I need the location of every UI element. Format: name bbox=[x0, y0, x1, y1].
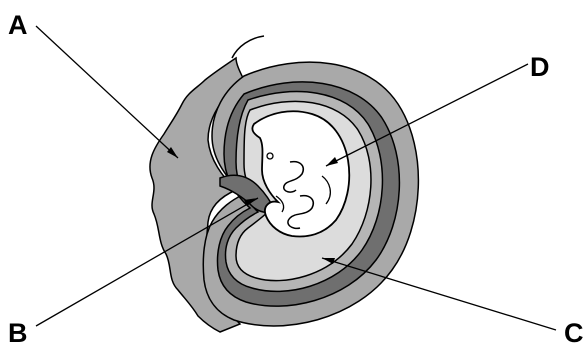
leader-line-a bbox=[36, 26, 178, 158]
label-d: D bbox=[530, 52, 550, 82]
label-c: C bbox=[564, 318, 584, 348]
label-a: A bbox=[8, 10, 28, 40]
upper-stem bbox=[232, 36, 264, 58]
label-b: B bbox=[8, 318, 28, 348]
embryo bbox=[252, 111, 349, 236]
